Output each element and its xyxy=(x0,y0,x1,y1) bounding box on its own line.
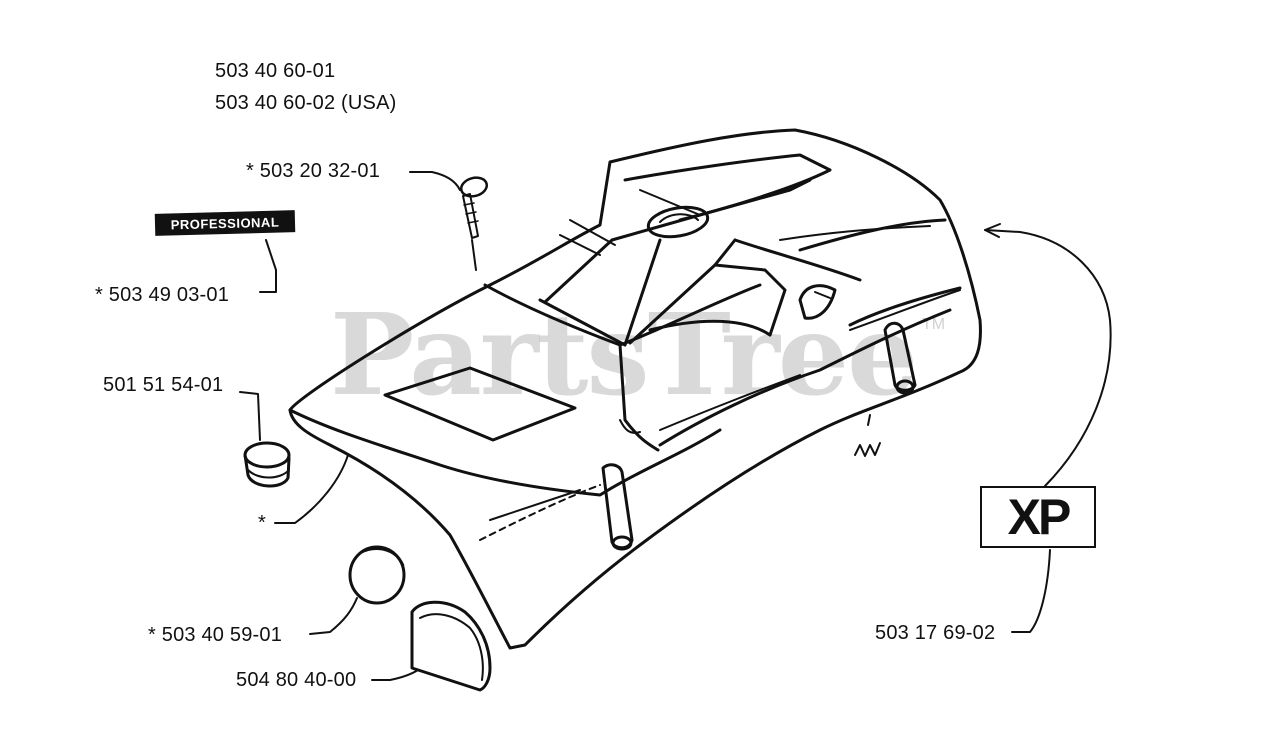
guard-shape xyxy=(410,600,492,692)
arrow-xp xyxy=(984,229,1112,487)
plug-top xyxy=(243,441,291,469)
leader-cap xyxy=(309,597,358,635)
callout-xp-label[interactable]: 503 17 69-02 xyxy=(875,622,996,644)
callout-cap[interactable]: * 503 40 59-01 xyxy=(148,624,283,646)
header-part-number-1: 503 40 60-01 xyxy=(215,60,336,82)
cap-disc xyxy=(348,545,406,605)
leader-xp xyxy=(1011,549,1051,633)
screw-head xyxy=(459,176,489,198)
callout-plug[interactable]: 501 51 54-01 xyxy=(103,374,224,396)
cover-outline xyxy=(288,128,982,650)
callout-screw[interactable]: * 503 20 32-01 xyxy=(246,160,381,182)
callout-guard[interactable]: 504 80 40-00 xyxy=(236,669,357,691)
xp-badge-text: XP xyxy=(1007,489,1072,545)
leader-plug xyxy=(239,391,261,441)
callout-decal[interactable]: * 503 49 03-01 xyxy=(95,284,230,306)
leader-decal xyxy=(259,239,277,293)
hood-panel xyxy=(383,366,577,442)
callout-cover-star[interactable]: * xyxy=(258,512,266,534)
leader-cover xyxy=(274,454,349,524)
header-part-number-2: 503 40 60-02 (USA) xyxy=(215,92,397,114)
leader-screw xyxy=(409,171,461,191)
screw-shank xyxy=(462,193,479,239)
professional-decal: PROFESSIONAL xyxy=(154,210,296,236)
xp-badge: XP xyxy=(980,486,1096,548)
leader-guard xyxy=(371,669,419,681)
hood-edge xyxy=(288,408,722,497)
